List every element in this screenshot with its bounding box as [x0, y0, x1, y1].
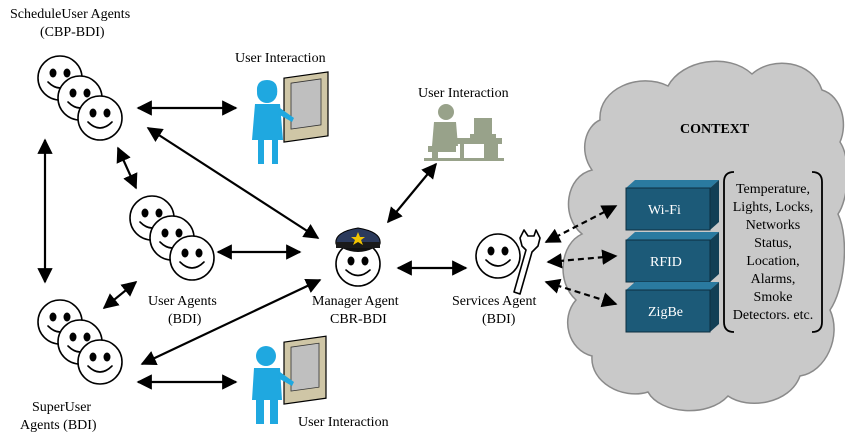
- context-detail: Detectors. etc.: [733, 308, 813, 323]
- user-agents-label: User Agents: [148, 294, 217, 309]
- connection-arrows: [37, 100, 618, 390]
- context-details: Temperature, Lights, Locks, Networks Sta…: [733, 182, 814, 323]
- context-detail: Temperature,: [736, 182, 810, 197]
- superuser-agents-group: [37, 299, 123, 385]
- context-detail: Lights, Locks,: [733, 200, 814, 215]
- smiley-face-icon: [475, 233, 521, 279]
- arrow-manager-interaction: [387, 162, 437, 224]
- arrow-services-zigbe: [544, 278, 618, 308]
- user-figure-icon: [252, 335, 327, 424]
- context-detail: Status,: [754, 236, 792, 251]
- smiley-face-icon: [77, 95, 123, 141]
- manager-agent-label: Manager Agent: [312, 294, 399, 309]
- smiley-face-icon: [169, 235, 215, 281]
- tech-label-rfid: RFID: [650, 255, 682, 270]
- context-detail: Networks: [746, 218, 800, 233]
- wrench-icon: [513, 229, 541, 295]
- user-agents-sublabel: (BDI): [168, 312, 202, 327]
- services-agent-label: Services Agent: [452, 294, 536, 309]
- user-interaction-right-label: User Interaction: [418, 86, 509, 101]
- user-agents-group: [129, 195, 215, 281]
- arrow-schedule-manager: [146, 127, 320, 239]
- manager-agent: [335, 227, 381, 287]
- tech-box-rfid: [625, 232, 719, 283]
- arrow-services-wifi: [544, 205, 618, 243]
- context-detail: Alarms,: [751, 272, 796, 287]
- superuser-agents-label: SuperUser: [32, 400, 91, 415]
- user-interaction-bottom-label: User Interaction: [298, 415, 389, 430]
- context-detail: Smoke: [754, 290, 793, 305]
- context-detail: Location,: [746, 254, 799, 269]
- smiley-face-icon: [335, 241, 381, 287]
- superuser-agents-sublabel: Agents (BDI): [20, 418, 97, 433]
- context-title: CONTEXT: [680, 122, 750, 137]
- arrow-useragents-superuser: [102, 281, 138, 309]
- tech-box-zigbe: [625, 282, 719, 333]
- schedule-agents-group: [37, 55, 123, 141]
- smiley-face-icon: [77, 339, 123, 385]
- context-details-brace: [723, 171, 823, 333]
- tech-label-wifi: Wi-Fi: [648, 203, 681, 218]
- services-agent: [475, 229, 541, 295]
- manager-agent-sublabel: CBR-BDI: [330, 312, 387, 327]
- schedule-agents-sublabel: (CBP-BDI): [40, 25, 105, 40]
- tech-label-zigbe: ZigBe: [648, 305, 683, 320]
- arrow-superuser-manager: [140, 278, 322, 366]
- user-interaction-top-label: User Interaction: [235, 51, 326, 66]
- user-figure-icon: [252, 71, 329, 164]
- arrow-schedule-useragents: [116, 146, 138, 190]
- schedule-agents-label: ScheduleUser Agents: [10, 7, 130, 22]
- computer-user-icon: [424, 104, 504, 161]
- services-agent-sublabel: (BDI): [482, 312, 516, 327]
- police-cap-icon: [335, 227, 381, 252]
- tech-box-wifi: [625, 180, 719, 231]
- arrow-services-rfid: [546, 249, 618, 269]
